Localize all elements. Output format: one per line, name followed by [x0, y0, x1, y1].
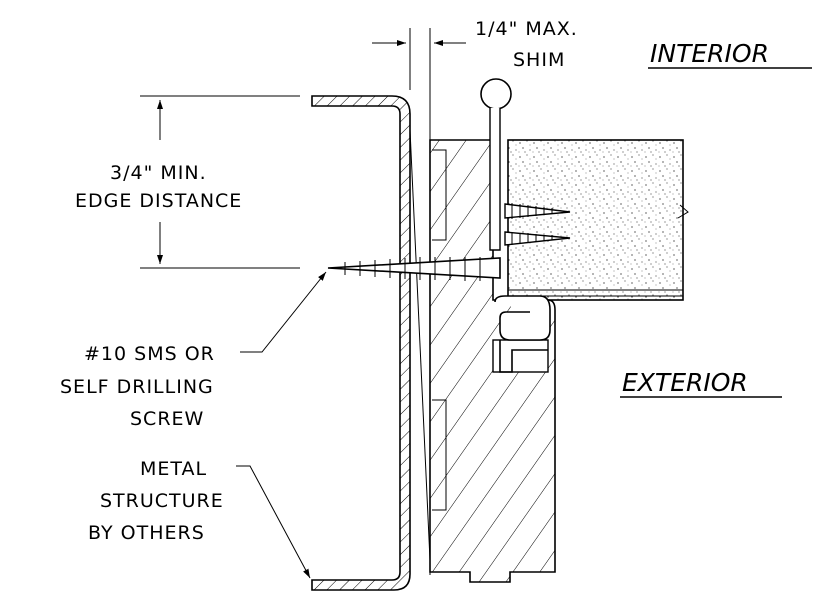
foam-panel	[507, 139, 689, 301]
interior-label: INTERIOR	[650, 39, 769, 68]
frame-screw	[327, 257, 501, 281]
metal-label-line3: BY OTHERS	[88, 522, 205, 544]
screw-label-line2: SELF DRILLING	[60, 376, 214, 398]
panel-screws	[504, 203, 571, 246]
metal-label-line1: METAL	[140, 458, 207, 480]
shim-label-line2: SHIM	[513, 49, 565, 71]
leaders	[236, 271, 327, 579]
weatherstrip	[494, 295, 551, 373]
screw-label-line1: #10 SMS OR	[84, 343, 215, 365]
pin-head	[480, 78, 512, 251]
metal-structure	[311, 95, 411, 591]
shim-label-line1: 1/4" MAX.	[475, 18, 578, 40]
edge-label-line1: 3/4" MIN.	[110, 162, 207, 184]
metal-label-line2: STRUCTURE	[100, 490, 224, 512]
screw-label-line3: SCREW	[130, 408, 204, 430]
edge-dimension	[140, 95, 300, 269]
edge-label-line2: EDGE DISTANCE	[75, 190, 242, 212]
exterior-label: EXTERIOR	[622, 368, 748, 397]
shim	[409, 28, 431, 575]
